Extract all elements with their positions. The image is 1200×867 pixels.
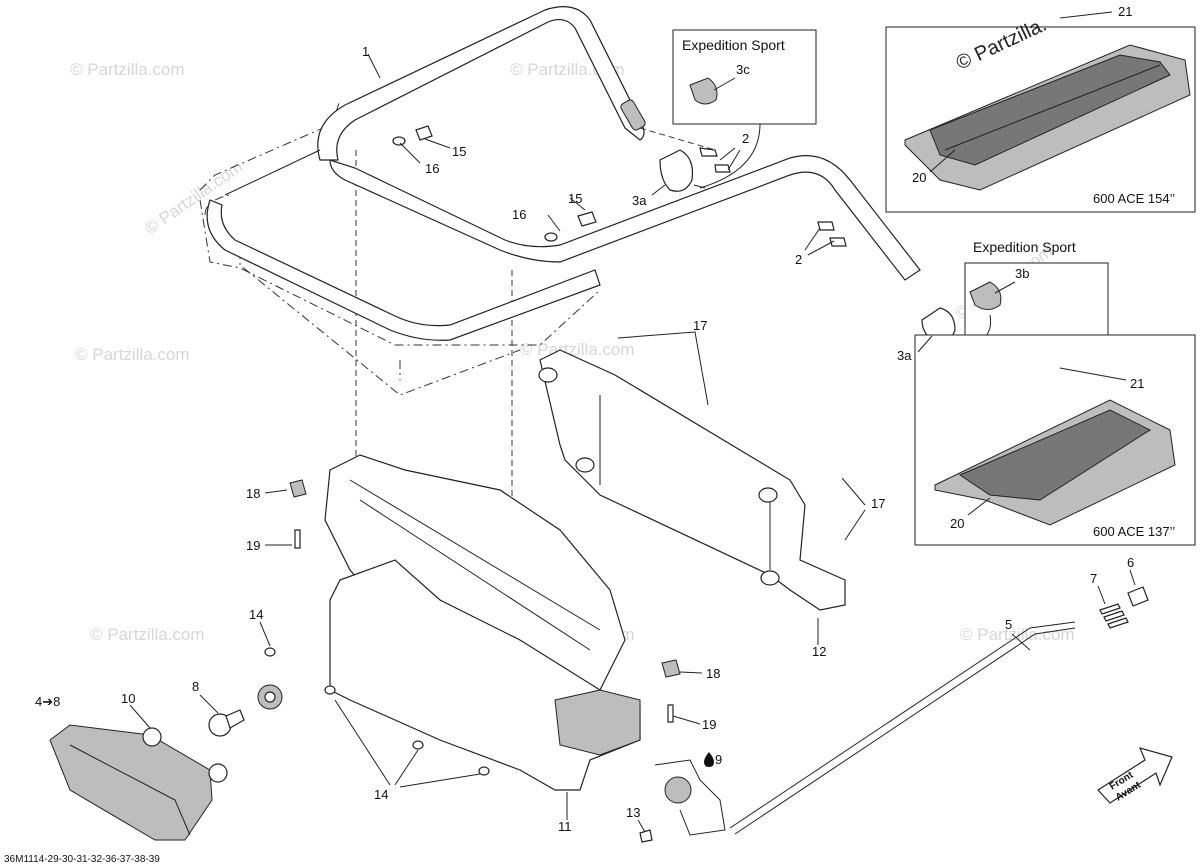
callout-14: 14 [249,607,263,622]
socket-left [257,684,283,710]
callout-9: 9 [715,752,722,767]
terminals-7 [1099,603,1129,629]
callout-16: 16 [425,161,439,176]
socket-right [654,759,726,836]
callout-12: 12 [812,644,826,659]
callout-19: 19 [702,717,716,732]
front-direction-arrow: Front Avant [1097,747,1173,804]
tail-light [49,724,228,841]
cargo-base [324,454,641,791]
inset-expedition-3c: Expedition Sport 3c [672,29,817,189]
callout-3b: 3b [1015,266,1029,281]
connector-6 [1127,586,1149,607]
screws-2-mid [817,221,847,247]
watermark-text: © Partzilla.com [75,345,190,364]
callout-14: 14 [374,787,388,802]
callout-1: 1 [362,44,369,59]
callout-11: 11 [558,819,572,834]
inset-title: Expedition Sport [973,239,1076,255]
callout-2: 2 [795,252,802,267]
callout-13: 13 [626,805,640,820]
callout-17: 17 [871,496,885,511]
leader-lines [129,53,1136,833]
grease-drop-icon [704,752,714,767]
callout-20: 20 [912,170,926,185]
callout-18: 18 [706,666,720,681]
callout-17: 17 [693,318,707,333]
inset-track-154: © Partzilla. 21 20 600 ACE 154’’ [885,4,1196,213]
watermark-text: © Partzilla.com [141,157,246,238]
inset-expedition-3b: Expedition Sport 3b [957,239,1109,346]
callout-2: 2 [742,131,749,146]
clip-nut-right [661,659,681,723]
end-cap-3a-top [659,149,706,192]
grommet-14 [264,647,276,657]
callout-6: 6 [1127,555,1134,570]
inset-title: Expedition Sport [682,37,785,53]
screws-2-top [639,127,731,173]
bolt-washer-set-a [392,125,433,146]
watermark-text: © Partzilla.com [70,60,185,79]
watermark-text: © Partzilla.com [960,625,1075,644]
callout-3a: 3a [897,348,912,363]
callout-5: 5 [1005,617,1012,632]
bolt-washer-set-b [544,211,597,242]
callout-15: 15 [452,144,466,159]
callout-4-8: 4➔8 [35,694,60,709]
callout-15: 15 [568,191,582,206]
callout-3c: 3c [736,62,750,77]
drawing-reference-code: 36M1114-29-30-31-32-36-37-38-39 [4,854,160,865]
inset-track-137: 21 20 600 ACE 137’’ [914,334,1196,546]
callouts: 1 2 2 3a 3a 15 15 16 16 17 17 18 18 19 1… [35,44,1134,834]
callout-3a: 3a [632,193,647,208]
callout-18: 18 [246,486,260,501]
watermark-text: © Partzilla.com [90,625,205,644]
callout-21: 21 [1130,376,1144,391]
cargo-rack-tube [206,6,921,341]
callout-21: 21 [1118,4,1132,19]
bulb [208,709,245,737]
callout-8: 8 [192,679,199,694]
wiring-harness [729,621,1076,835]
inset-caption: 600 ACE 137’’ [1093,524,1175,539]
inset-caption: 600 ACE 154’’ [1093,191,1175,206]
callout-10: 10 [121,691,135,706]
callout-7: 7 [1090,571,1097,586]
callout-20: 20 [950,516,964,531]
callout-19: 19 [246,538,260,553]
cap-13 [639,829,653,843]
rear-bracket [538,349,846,611]
watermark-text: © Partzilla.com [520,340,635,359]
callout-16: 16 [512,207,526,222]
clip-nut-left [289,479,307,549]
